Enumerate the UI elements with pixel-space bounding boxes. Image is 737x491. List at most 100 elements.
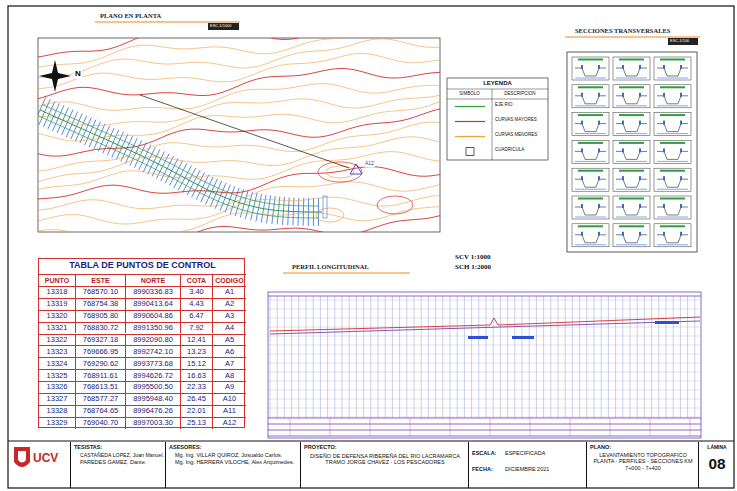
band-line	[268, 418, 701, 419]
table-cell: 13324	[39, 357, 76, 369]
grid-line	[464, 296, 465, 418]
section-datum	[657, 133, 688, 134]
table-cell: 13318	[39, 286, 76, 298]
grid-line	[536, 296, 537, 418]
contour-line	[38, 167, 440, 200]
grid-line	[658, 296, 659, 418]
grid-line	[457, 296, 458, 418]
legend-sample	[455, 121, 485, 122]
scale-tag: ESC.1/1000	[210, 24, 232, 28]
grid-line	[529, 296, 530, 418]
grid-line	[514, 296, 515, 418]
section-wall	[581, 176, 583, 180]
section-ground	[657, 124, 688, 132]
contour-line	[316, 208, 344, 222]
section-wall	[598, 93, 600, 97]
section-cell	[572, 85, 609, 108]
heading-underline	[283, 272, 410, 273]
scale-tag-box	[208, 23, 239, 30]
table-cell: 13322	[39, 334, 76, 346]
section-wall	[622, 148, 624, 152]
table-cell: 769327.18	[76, 334, 126, 346]
section-datum	[616, 161, 647, 162]
grid-line	[268, 354, 701, 355]
grid-line	[421, 296, 422, 418]
logo-shield	[18, 451, 26, 463]
legend-sample	[466, 148, 474, 156]
cell-heading: PROYECTO:	[304, 444, 364, 450]
section-title-bar	[578, 142, 603, 144]
contour-line	[38, 68, 440, 100]
section-wall	[581, 204, 583, 208]
grid-line	[572, 296, 573, 418]
grid-line	[687, 296, 688, 418]
grid-line	[320, 296, 321, 418]
grid-line	[522, 296, 523, 418]
map-frame	[38, 38, 440, 232]
title-cell: LÁMINA08	[698, 442, 734, 488]
grid-line	[268, 318, 701, 319]
table-cell: 13329	[39, 417, 76, 429]
cell-text: DISEÑO DE DEFENSA RIBEREÑA DEL RIO LACRA…	[309, 453, 461, 466]
section-wall	[663, 232, 665, 236]
grid-line	[486, 296, 487, 418]
cell-text: DICIEMBRE 2021	[505, 466, 583, 472]
grid-line	[306, 296, 307, 418]
section-ground	[575, 96, 606, 104]
legend-label: CURVAS MAYORES	[495, 117, 547, 122]
section-title-bar	[660, 142, 685, 144]
heading-underline	[565, 36, 700, 37]
section-wall	[581, 121, 583, 125]
section-wall	[581, 93, 583, 97]
grid-line	[651, 296, 652, 418]
legend-rule	[447, 89, 548, 90]
section-ground	[657, 96, 688, 104]
section-wall	[598, 232, 600, 236]
table-cell: 15.12	[181, 357, 213, 369]
scale-tag: ESC.1/100	[670, 39, 689, 43]
north-label: N	[74, 70, 82, 79]
band-tick	[290, 418, 291, 436]
river-bank	[42, 105, 318, 206]
section-cell	[572, 224, 609, 247]
section-datum	[575, 78, 606, 79]
section-cell	[613, 113, 650, 136]
section-wall	[622, 176, 624, 180]
band-tick	[450, 418, 451, 436]
section-title-bar	[619, 142, 644, 144]
section-wall	[622, 204, 624, 208]
legend-rule	[492, 89, 493, 160]
section-ground	[657, 207, 688, 215]
ground-line	[270, 321, 700, 334]
contour-line	[38, 152, 440, 192]
section-cell	[654, 168, 691, 191]
north-arrow	[39, 60, 71, 92]
grid-line	[594, 296, 595, 418]
table-cell: 7.92	[181, 322, 213, 334]
band-tick	[370, 418, 371, 436]
band-tick	[490, 418, 491, 436]
section-cell	[613, 140, 650, 163]
cell-text: Mg. Ing. VILLAR QUIROZ, Josualdo Carlos.	[175, 452, 299, 458]
table-cell: 8996476.26	[126, 405, 181, 417]
section-cell	[613, 196, 650, 219]
section-datum	[657, 189, 688, 190]
table-cell: 22.33	[181, 381, 213, 393]
table-cell: 13.23	[181, 345, 213, 357]
grid-line	[500, 296, 501, 418]
table-cell: 13325	[39, 369, 76, 381]
section-cell	[613, 57, 650, 80]
section-wall	[622, 65, 624, 69]
grid-line	[680, 296, 681, 418]
grid-line	[313, 296, 314, 418]
band-tick	[610, 418, 611, 436]
table-cell: 13321	[39, 322, 76, 334]
section-title-bar	[578, 198, 603, 200]
cell-heading: ASESORES:	[169, 444, 229, 450]
grid-line	[268, 363, 701, 364]
section-wall	[663, 148, 665, 152]
section-cell	[613, 168, 650, 191]
section-datum	[616, 189, 647, 190]
section-ground	[657, 235, 688, 243]
section-wall	[581, 148, 583, 152]
